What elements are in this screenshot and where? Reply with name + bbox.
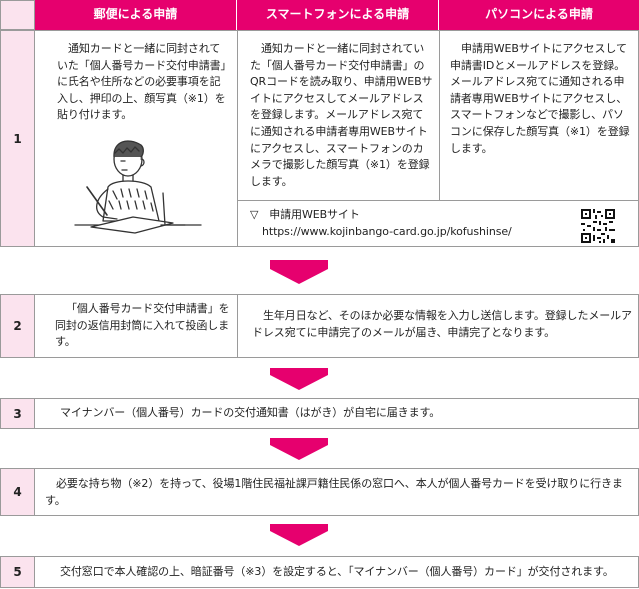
- step1-pc-cell: 申請用WEBサイトにアクセスして申請書IDとメールアドレスを登録。メールアドレス…: [439, 30, 639, 201]
- step-number-3: 3: [0, 398, 35, 429]
- step3-text: マイナンバー（個人番号）カードの交付通知書（はがき）が自宅に届きます。: [60, 406, 441, 419]
- step2-online-cell: 生年月日など、そのほか必要な情報を入力し送信します。登録したメールアドレス宛てに…: [237, 294, 639, 358]
- header-pc: パソコンによる申請: [439, 0, 639, 30]
- person-writing-illustration: [74, 140, 202, 234]
- step1-smartphone-cell: 通知カードと一緒に同封されていた「個人番号カード交付申請書」のQRコードを読み取…: [237, 30, 440, 201]
- flow-arrow-4-head: [270, 531, 328, 546]
- flow-arrow-1: [270, 260, 328, 269]
- web-site-url[interactable]: https://www.kojinbango-card.go.jp/kofush…: [262, 225, 512, 238]
- step-number-4: 4: [0, 468, 35, 516]
- step2-mail-cell: 「個人番号カード交付申請書」を同封の返信用封筒に入れて投函します。: [34, 294, 238, 358]
- step1-mail-cell: 通知カードと一緒に同封されていた「個人番号カード交付申請書」に氏名や住所などの必…: [34, 30, 238, 247]
- header-corner: [0, 0, 35, 30]
- qr-code-icon[interactable]: [581, 209, 615, 243]
- web-site-label: ▽ 申請用WEBサイト: [250, 208, 360, 221]
- flow-arrow-2: [270, 368, 328, 375]
- step1-smartphone-text: 通知カードと一緒に同封されていた「個人番号カード交付申請書」のQRコードを読み取…: [250, 42, 433, 188]
- flow-arrow-1-head: [270, 269, 328, 284]
- step5-cell: 交付窓口で本人確認の上、暗証番号（※3）を設定すると、「マイナンバー（個人番号）…: [34, 556, 639, 588]
- step1-pc-text: 申請用WEBサイトにアクセスして申請書IDとメールアドレスを登録。メールアドレス…: [450, 42, 630, 155]
- flow-arrow-4: [270, 524, 328, 531]
- step-number-2: 2: [0, 294, 35, 358]
- step3-cell: マイナンバー（個人番号）カードの交付通知書（はがき）が自宅に届きます。: [34, 398, 639, 429]
- step-number-5: 5: [0, 556, 35, 588]
- step-number-1: 1: [0, 30, 35, 247]
- step5-text: 交付窓口で本人確認の上、暗証番号（※3）を設定すると、「マイナンバー（個人番号）…: [60, 565, 614, 578]
- step4-text: 必要な持ち物（※2）を持って、役場1階住民福祉課戸籍住民係の窓口へ、本人が個人番…: [45, 477, 623, 507]
- step1-mail-text: 通知カードと一緒に同封されていた「個人番号カード交付申請書」に氏名や住所などの必…: [57, 42, 226, 122]
- step2-mail-text: 「個人番号カード交付申請書」を同封の返信用封筒に入れて投函します。: [55, 302, 230, 349]
- flow-arrow-2-head: [270, 375, 328, 390]
- header-mail: 郵便による申請: [35, 0, 237, 30]
- flow-arrow-3: [270, 438, 328, 445]
- flow-arrow-3-head: [270, 445, 328, 460]
- step1-website-cell: ▽ 申請用WEBサイト https://www.kojinbango-card.…: [237, 200, 639, 247]
- step2-online-text: 生年月日など、そのほか必要な情報を入力し送信します。登録したメールアドレス宛てに…: [252, 309, 632, 339]
- header-smartphone: スマートフォンによる申請: [237, 0, 439, 30]
- step4-cell: 必要な持ち物（※2）を持って、役場1階住民福祉課戸籍住民係の窓口へ、本人が個人番…: [34, 468, 639, 516]
